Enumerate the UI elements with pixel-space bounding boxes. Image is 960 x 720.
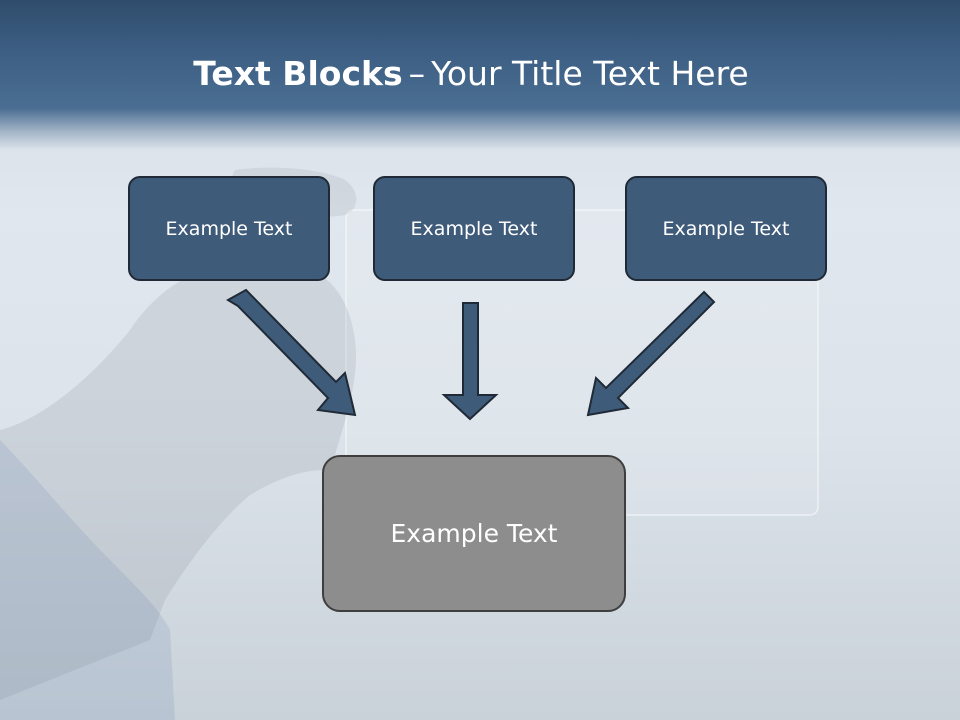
title-rest-text: Your Title Text Here bbox=[431, 54, 749, 93]
arrow-center-down bbox=[441, 302, 499, 421]
title-bar bbox=[0, 0, 960, 150]
title-separator: – bbox=[408, 54, 426, 93]
slide-title: Text Blocks–Your Title Text Here bbox=[0, 54, 942, 93]
text-block-3[interactable]: Example Text bbox=[625, 176, 827, 281]
title-bold-text: Text Blocks bbox=[193, 54, 403, 93]
result-block-label: Example Text bbox=[390, 519, 558, 548]
text-block-1[interactable]: Example Text bbox=[128, 176, 330, 281]
text-block-2-label: Example Text bbox=[410, 217, 538, 240]
arrow-left-down-right bbox=[226, 288, 357, 417]
text-block-1-label: Example Text bbox=[165, 217, 293, 240]
arrow-right-down-left bbox=[586, 290, 716, 417]
text-block-3-label: Example Text bbox=[662, 217, 790, 240]
result-block[interactable]: Example Text bbox=[322, 455, 626, 612]
text-block-2[interactable]: Example Text bbox=[373, 176, 575, 281]
